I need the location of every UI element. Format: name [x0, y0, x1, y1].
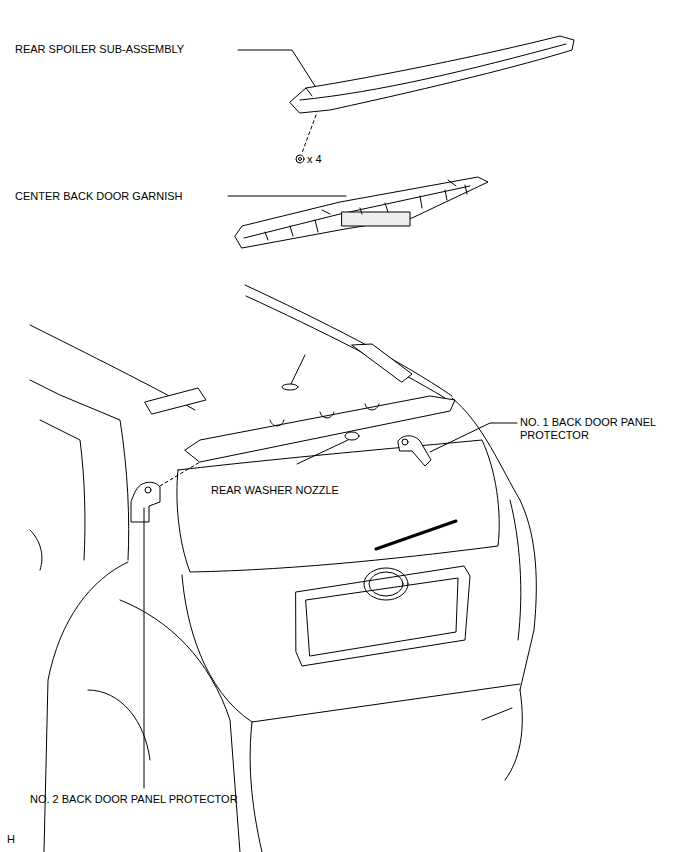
center-back-door-garnish [244, 186, 470, 238]
clip [302, 115, 316, 153]
center-back-door-garnish [235, 177, 488, 248]
center-back-door-garnish [235, 177, 488, 248]
vehicle-body [44, 562, 128, 852]
vehicle-body [177, 440, 499, 572]
leader-lines [430, 423, 517, 452]
part-label: x 4 [307, 153, 322, 166]
no1-panel-protector [398, 436, 431, 466]
vehicle-body [30, 380, 129, 560]
no2-panel-protector [131, 482, 160, 522]
page-mark: H [7, 833, 15, 846]
leader-lines [144, 50, 517, 788]
center-back-door-garnish [265, 185, 467, 240]
rear-washer-nozzle [345, 432, 359, 440]
vehicle-body [296, 566, 470, 666]
vehicle-body [364, 568, 408, 600]
vehicle-body [282, 384, 298, 390]
rear-spoiler [300, 44, 566, 100]
vehicle-body [482, 708, 512, 720]
rear-spoiler [290, 36, 574, 113]
vehicle-body [510, 500, 521, 640]
no2-panel-protector [160, 462, 200, 486]
vehicle-body [30, 285, 536, 852]
vehicle-body [250, 690, 522, 852]
rear-spoiler [290, 36, 574, 113]
vehicle-body [88, 690, 150, 760]
vehicle-body [452, 398, 536, 690]
rear-spoiler [306, 88, 312, 96]
vehicle-body [182, 575, 520, 722]
no2-panel-protector [131, 462, 200, 522]
part-label: REAR WASHER NOZZLE [211, 484, 339, 497]
vehicle-body [352, 344, 412, 382]
clip [296, 155, 304, 163]
center-back-door-garnish [322, 180, 456, 214]
leader-lines [144, 508, 145, 788]
clip [299, 158, 302, 161]
part-label: REAR SPOILER SUB-ASSEMBLY [15, 43, 184, 56]
center-back-door-garnish [342, 212, 410, 226]
part-label: NO. 2 BACK DOOR PANEL PROTECTOR [30, 793, 238, 806]
no1-panel-protector [402, 439, 408, 445]
part-label: CENTER BACK DOOR GARNISH [15, 190, 182, 203]
leader-lines [297, 440, 348, 464]
vehicle-body [369, 572, 403, 596]
leader-lines [228, 196, 346, 197]
rear-washer-nozzle [345, 432, 359, 440]
vehicle-body [145, 388, 206, 414]
vehicle-body [40, 420, 85, 560]
vehicle-body [245, 285, 452, 396]
vehicle-body [120, 600, 240, 852]
leader-lines [238, 50, 315, 86]
vehicle-body [270, 404, 379, 426]
no1-panel-protector [398, 436, 431, 466]
vehicle-body [291, 355, 305, 384]
vehicle-body [306, 578, 458, 656]
vehicle-body [376, 521, 456, 549]
no2-panel-protector [145, 487, 151, 493]
vehicle-body [30, 530, 42, 570]
part-label: NO. 1 BACK DOOR PANEL PROTECTOR [520, 416, 680, 442]
vehicle-body [246, 296, 445, 398]
